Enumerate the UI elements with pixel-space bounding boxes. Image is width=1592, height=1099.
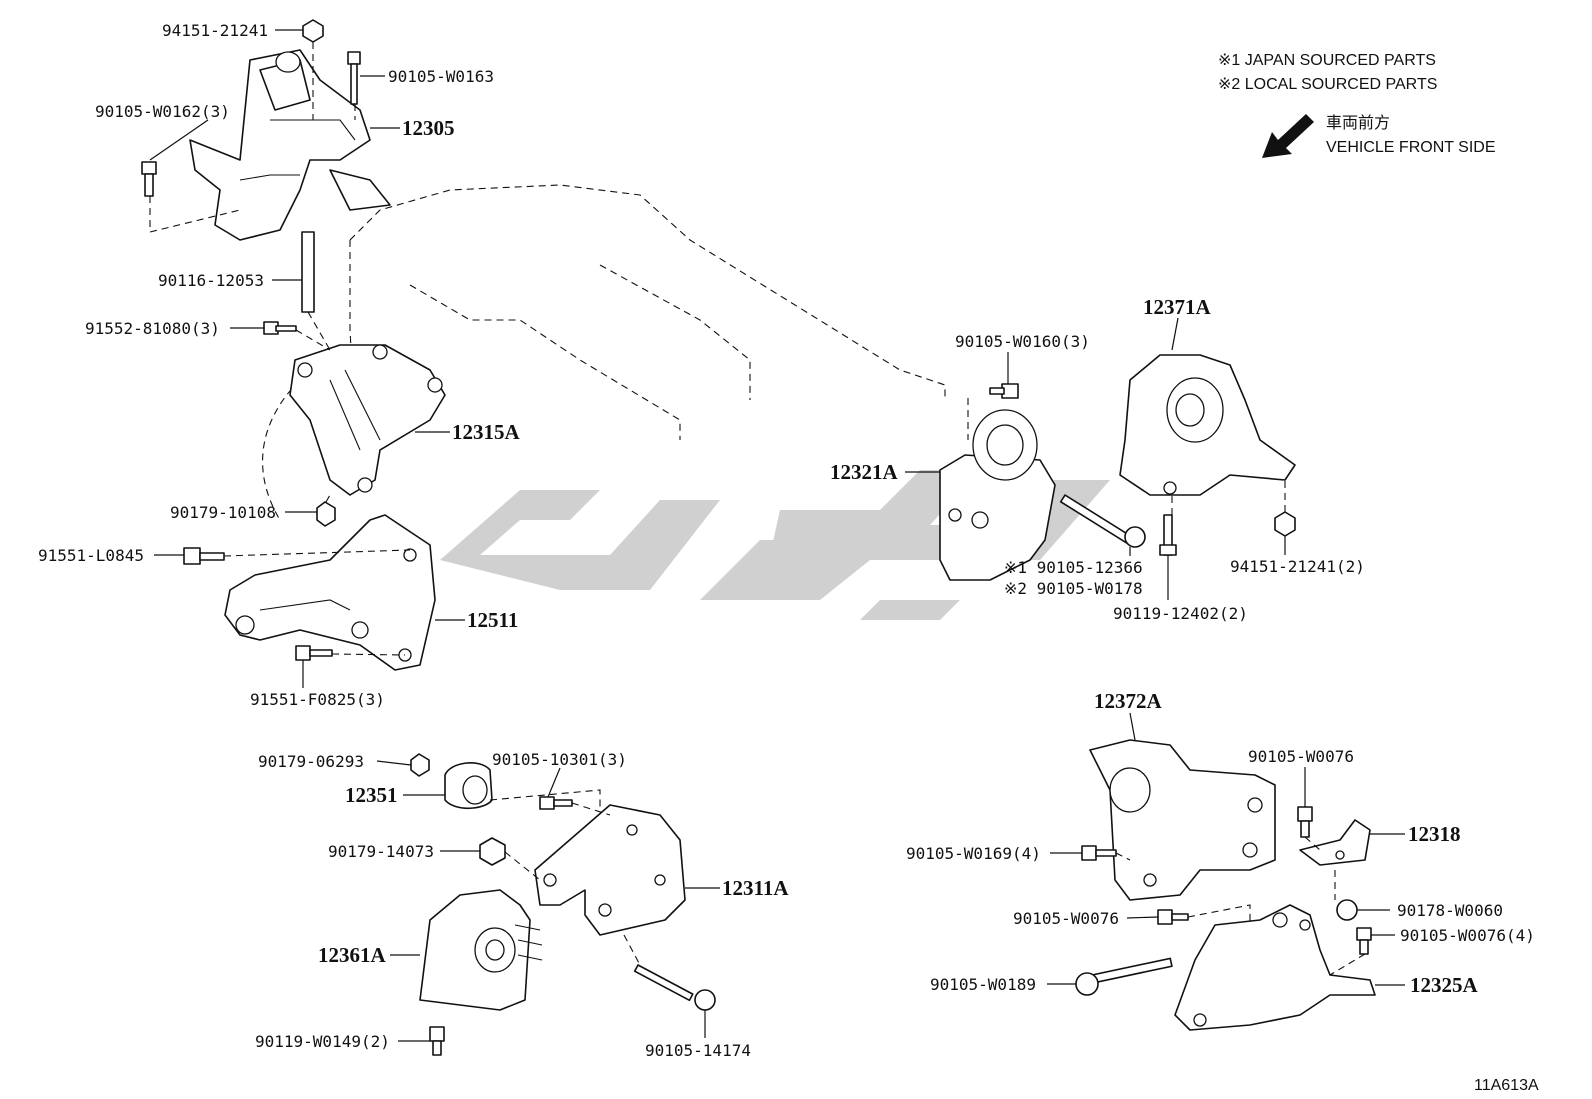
bolt-shank-icon	[432, 1040, 442, 1056]
bolt-icon	[141, 161, 157, 175]
label-90105-10301[interactable]: 90105-10301(3)	[492, 750, 627, 769]
label-12325A[interactable]: 12325A	[1410, 973, 1479, 997]
label-90178-W0060[interactable]: 90178-W0060	[1397, 901, 1503, 920]
label-90105-W0076-b[interactable]: 90105-W0076	[1013, 909, 1119, 928]
label-91551-F0825[interactable]: 91551-F0825(3)	[250, 690, 385, 709]
label-90105-W0076-a[interactable]: 90105-W0076	[1248, 747, 1354, 766]
label-94151-21241[interactable]: 94151-21241	[162, 21, 268, 40]
stud-icon	[301, 231, 315, 313]
label-90179-06293[interactable]: 90179-06293	[258, 752, 364, 771]
bracket-12325A	[1174, 904, 1376, 1031]
note-local-sourced: ※2 LOCAL SOURCED PARTS	[1218, 76, 1437, 93]
fasteners	[141, 19, 1372, 1056]
bolt-icon	[1157, 909, 1173, 925]
label-12371A[interactable]: 12371A	[1143, 295, 1212, 319]
mount-12361A	[419, 889, 543, 1011]
bracket-12321A	[939, 409, 1056, 581]
long-bolt-icon	[633, 964, 694, 1002]
note-front-en: VEHICLE FRONT SIDE	[1326, 139, 1496, 156]
bolt-shank-icon	[275, 325, 297, 332]
bolt-head-icon	[1075, 972, 1099, 996]
label-12315A[interactable]: 12315A	[452, 420, 521, 444]
bolt-icon	[295, 645, 311, 661]
bolt-shank-icon	[553, 799, 573, 807]
label-90116-12053[interactable]: 90116-12053	[158, 271, 264, 290]
label-12511[interactable]: 12511	[467, 608, 518, 632]
nut-icon	[316, 501, 336, 527]
bolt-shank-icon	[1171, 913, 1189, 921]
label-90179-10108[interactable]: 90179-10108	[170, 503, 276, 522]
washer-icon	[1336, 899, 1358, 921]
bolt-icon	[183, 547, 201, 565]
bracket-12318	[1299, 819, 1371, 866]
label-12305[interactable]: 12305	[402, 116, 455, 140]
note-front-jp: 車両前方	[1326, 114, 1390, 132]
label-90105-W0169[interactable]: 90105-W0169(4)	[906, 844, 1041, 863]
assembly-lines	[149, 42, 1366, 976]
label-90179-14073[interactable]: 90179-14073	[328, 842, 434, 861]
label-90105-W0178[interactable]: ※2 90105-W0178	[1004, 579, 1143, 598]
label-90119-W0149[interactable]: 90119-W0149(2)	[255, 1032, 390, 1051]
label-12318[interactable]: 12318	[1408, 822, 1461, 846]
label-90105-14174[interactable]: 90105-14174	[645, 1041, 751, 1060]
bolt-icon	[1297, 806, 1313, 822]
bolt-icon	[539, 796, 555, 810]
label-12372A[interactable]: 12372A	[1094, 689, 1163, 713]
bolt-shank-icon	[199, 552, 225, 561]
label-12351[interactable]: 12351	[345, 783, 398, 807]
label-90105-W0076-c[interactable]: 90105-W0076(4)	[1400, 926, 1535, 945]
mount-12372A	[1089, 739, 1276, 901]
bolt-head-icon	[1124, 526, 1146, 548]
label-90105-12366[interactable]: ※1 90105-12366	[1004, 558, 1143, 577]
bolt-icon	[1081, 845, 1097, 861]
bolt-head-icon	[694, 989, 716, 1011]
bolt-shank-icon	[1300, 820, 1310, 838]
label-12321A[interactable]: 12321A	[830, 460, 899, 484]
bolt-shank-icon	[309, 649, 333, 657]
long-bolt-icon	[1091, 957, 1173, 984]
bracket-12305	[189, 49, 391, 241]
label-90105-W0162[interactable]: 90105-W0162(3)	[95, 102, 230, 121]
label-90105-W0163[interactable]: 90105-W0163	[388, 67, 494, 86]
bracket-12511	[224, 514, 436, 671]
leader-lines	[149, 29, 1405, 1042]
label-90105-W0189[interactable]: 90105-W0189	[930, 975, 1036, 994]
bolt-icon	[347, 51, 361, 65]
bolt-shank-icon	[1095, 849, 1117, 857]
flange-nut-icon	[479, 837, 506, 866]
label-12311A[interactable]: 12311A	[722, 876, 789, 900]
label-90105-W0160[interactable]: 90105-W0160(3)	[955, 332, 1090, 351]
stud-collar-icon	[1159, 544, 1177, 556]
bolt-shank-icon	[144, 173, 154, 197]
label-91552-81080[interactable]: 91552-81080(3)	[85, 319, 220, 338]
nut-icon	[410, 753, 430, 777]
bracket-12311A	[534, 804, 686, 936]
bolt-shank-icon	[989, 387, 1005, 395]
figure-id: 11A613A	[1474, 1077, 1539, 1094]
nut-icon	[302, 19, 324, 43]
mount-12371A	[1119, 354, 1296, 496]
nut-icon	[1274, 511, 1296, 537]
label-12361A[interactable]: 12361A	[318, 943, 387, 967]
label-90119-12402[interactable]: 90119-12402(2)	[1113, 604, 1248, 623]
watermark-logo	[440, 470, 1110, 620]
label-91551-L0845[interactable]: 91551-L0845	[38, 546, 144, 565]
bushing-12351	[444, 762, 493, 810]
vehicle-front-arrow-icon	[1262, 114, 1314, 158]
label-94151-21241-2[interactable]: 94151-21241(2)	[1230, 557, 1365, 576]
bolt-shank-icon	[1359, 939, 1369, 955]
bolt-shank-icon	[350, 63, 358, 105]
bolt-icon	[1356, 927, 1372, 941]
bolt-icon	[429, 1026, 445, 1042]
note-japan-sourced: ※1 JAPAN SOURCED PARTS	[1218, 52, 1436, 69]
bracket-12315A	[289, 344, 446, 496]
